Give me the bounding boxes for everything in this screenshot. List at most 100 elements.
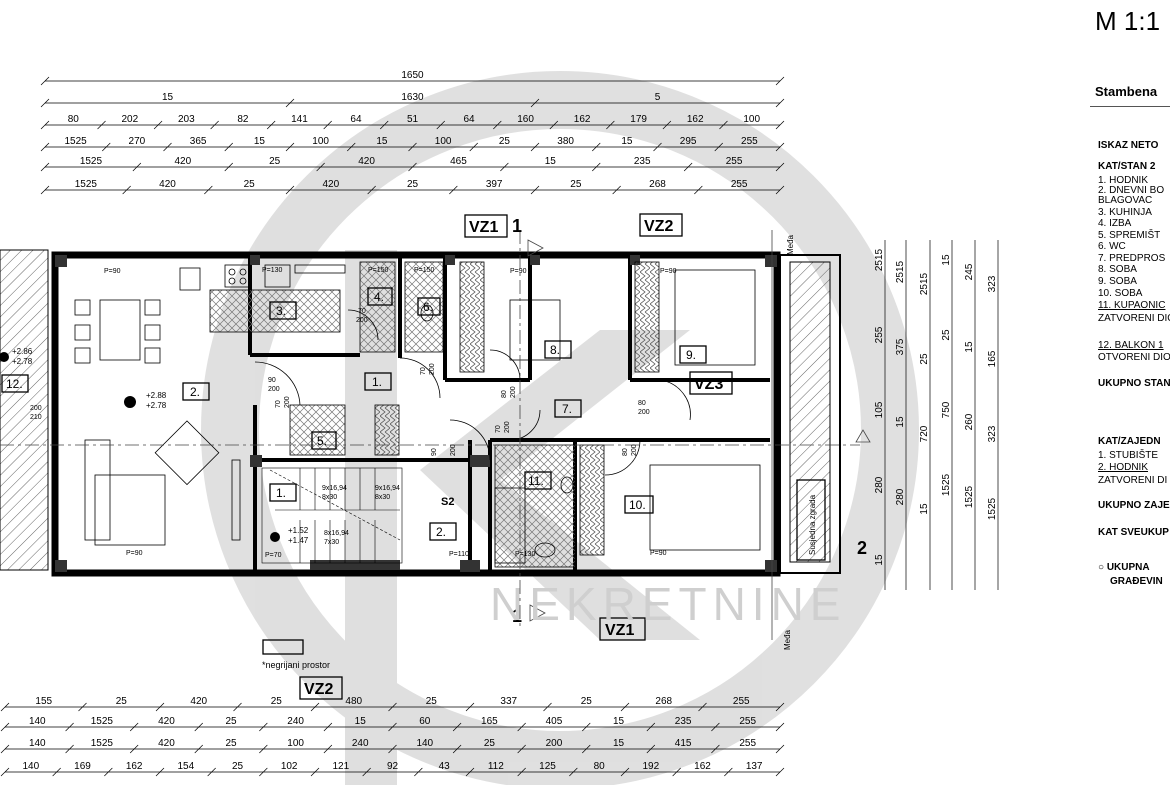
dim-bottom-4-tick	[724, 767, 733, 777]
dim-bottom-4-label: 154	[177, 761, 194, 772]
dim-right-label: 105	[874, 401, 885, 418]
furniture	[74, 264, 761, 564]
svg-text:200: 200	[631, 444, 638, 456]
area-schedule-panel: M 1:1 Stambena ISKAZ NETO KAT/STAN 2 1. …	[1090, 0, 1170, 785]
dim-bottom-3-tick	[323, 744, 333, 754]
dim-top-2-tick	[530, 98, 540, 108]
dim-bottom-2-label: 420	[158, 716, 175, 727]
dim-bottom-2-tick	[646, 722, 656, 732]
dim-top-6-tick	[612, 185, 621, 195]
dim-top-4-label: 25	[499, 136, 511, 147]
schedule-row: 5. SPREMIŠT	[1098, 230, 1161, 241]
room-6: 6.	[423, 300, 433, 314]
dim-bottom-1-tick	[775, 702, 785, 712]
dim-bottom-4-label: 192	[642, 761, 659, 772]
dim-right-label: 25	[941, 329, 952, 341]
dim-bottom-2-label: 15	[355, 716, 367, 727]
vz3-label: VZ3	[694, 376, 723, 393]
svg-text:200: 200	[284, 396, 291, 408]
dim-bottom-4-label: 137	[746, 761, 763, 772]
svg-text:+2.86: +2.86	[12, 347, 33, 356]
dim-bottom-1-tick	[465, 702, 475, 712]
dim-bottom-1-tick	[155, 702, 165, 712]
dim-bottom-4-label: 162	[126, 761, 143, 772]
dim-top-2-tick	[285, 98, 295, 108]
room-11: 11.	[528, 474, 544, 488]
dim-top-5-label: 255	[726, 156, 743, 167]
dim-bottom-4-label: 92	[387, 761, 399, 772]
dim-top-4-tick	[775, 142, 785, 152]
svg-text:70: 70	[275, 400, 282, 408]
dim-top-3-label: 80	[68, 114, 80, 125]
dimension-lines-right: 2515251525151524532325537525251516510515…	[874, 240, 999, 590]
dim-top-3-label: 162	[687, 114, 704, 125]
svg-text:200: 200	[429, 363, 436, 375]
schedule-row: 8. SOBA	[1098, 264, 1137, 275]
svg-text:200: 200	[638, 409, 650, 416]
vz2-top-label: VZ2	[644, 218, 673, 235]
svg-text:200: 200	[356, 317, 368, 324]
dim-bottom-2-tick	[259, 722, 268, 732]
dim-top-4-label: 255	[741, 136, 758, 147]
dim-bottom-4-tick	[775, 767, 785, 777]
dim-bottom-3-label: 140	[416, 738, 433, 749]
dim-top-2-tick	[775, 98, 785, 108]
dim-top-3-tick	[775, 120, 785, 130]
dim-top-4-tick	[592, 142, 601, 152]
svg-text:8x30: 8x30	[375, 494, 390, 501]
svg-text:90: 90	[431, 448, 438, 456]
svg-text:+1.47: +1.47	[288, 536, 309, 545]
dim-bottom-4-tick	[52, 767, 61, 777]
dim-top-6-tick	[449, 185, 458, 195]
dim-bottom-4-label: 125	[539, 761, 556, 772]
dim-bottom-4-tick	[620, 767, 630, 777]
dim-top-3-tick	[606, 120, 615, 130]
shared-row: 2. HODNIK	[1098, 462, 1149, 473]
dim-bottom-1-tick	[233, 702, 242, 712]
drawing-subtitle: Stambena	[1095, 84, 1158, 99]
dim-right-label: 1525	[941, 473, 952, 496]
dim-bottom-4-label: 102	[281, 761, 298, 772]
schedule-row: 3. KUHINJA	[1098, 207, 1152, 218]
svg-text:70: 70	[420, 367, 427, 375]
dim-bottom-2-label: 1525	[91, 716, 114, 727]
dim-right-label: 375	[895, 338, 906, 355]
dim-bottom-3-label: 240	[352, 738, 369, 749]
dim-bottom-1-label: 155	[35, 696, 52, 707]
vz2-bottom-label: VZ2	[304, 681, 333, 698]
dim-bottom-4-tick	[207, 767, 216, 777]
dim-top-1-label: 1650	[401, 70, 424, 81]
dim-top-4-tick	[530, 142, 540, 152]
unit-title: KAT/STAN 2	[1098, 161, 1156, 172]
dim-bottom-2-label: 405	[546, 716, 563, 727]
dim-top-6-tick	[40, 185, 50, 195]
dim-top-3-label: 51	[407, 114, 419, 125]
svg-text:9x16,94: 9x16,94	[375, 485, 400, 492]
room-1: 1.	[372, 375, 382, 389]
shared-row: ZATVORENI DI	[1098, 475, 1168, 486]
svg-text:P=150: P=150	[368, 267, 389, 274]
dim-bottom-2-tick	[711, 722, 720, 732]
dim-top-3-label: 202	[121, 114, 138, 125]
schedule-row: BLAGOVAC	[1098, 195, 1153, 206]
dim-bottom-4-tick	[0, 767, 10, 777]
dim-top-3-tick	[323, 120, 332, 130]
dim-bottom-3-tick	[0, 744, 10, 754]
dim-bottom-4-label: 25	[232, 761, 244, 772]
dim-top-4-label: 365	[190, 136, 207, 147]
dim-top-3-tick	[549, 120, 559, 130]
vz1-top-label: VZ1	[469, 219, 498, 236]
dim-right-label: 245	[964, 263, 975, 280]
dim-top-3-tick	[153, 120, 163, 130]
dim-top-4-label: 100	[312, 136, 329, 147]
svg-text:200: 200	[510, 386, 517, 398]
dim-bottom-2-tick	[775, 722, 785, 732]
dim-top-4-label: 270	[129, 136, 146, 147]
room-stair-1: 1.	[276, 486, 286, 500]
dim-top-6-tick	[285, 185, 295, 195]
dim-top-1-tick	[40, 76, 50, 86]
dim-right-label: 25	[919, 353, 930, 365]
dim-bottom-3-tick	[775, 744, 785, 754]
dim-top-6-label: 1525	[75, 179, 98, 190]
